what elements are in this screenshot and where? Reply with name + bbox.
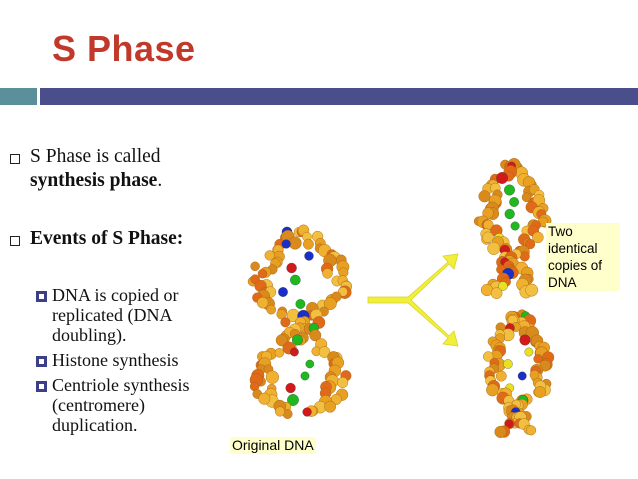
base-atom-icon xyxy=(302,407,312,417)
atom-icon xyxy=(478,190,491,203)
base-atom-icon xyxy=(504,208,515,220)
bullet-1-line-2: synthesis phase. xyxy=(30,170,162,192)
atom-icon xyxy=(302,238,314,250)
replication-arrow-icon xyxy=(367,253,459,347)
sub-bullet-1-line-2: replicated (DNA xyxy=(52,305,173,325)
original-dna-molecule xyxy=(247,224,352,419)
base-atom-icon xyxy=(300,371,310,381)
atom-icon xyxy=(250,261,260,271)
sub-bullet-icon xyxy=(36,381,47,392)
atom-icon xyxy=(323,297,337,310)
base-atom-icon xyxy=(291,334,303,346)
sub-bullet-3-line-3: duplication. xyxy=(52,415,138,435)
copies-label-line: identical xyxy=(548,241,598,256)
atom-icon xyxy=(322,268,333,279)
atom-icon xyxy=(490,287,503,300)
atom-icon xyxy=(521,192,532,203)
atom-icon xyxy=(487,241,501,255)
dna-copy-top-molecule xyxy=(473,158,552,300)
atom-icon xyxy=(257,297,269,309)
atom-icon xyxy=(274,348,285,358)
base-atom-icon xyxy=(498,281,508,291)
original-dna-label: Original DNA xyxy=(230,437,316,454)
base-atom-icon xyxy=(496,172,508,184)
atom-icon xyxy=(337,377,349,389)
sub-bullet-3-line-2: (centromere) xyxy=(52,395,145,415)
base-atom-icon xyxy=(509,197,519,207)
base-atom-icon xyxy=(510,221,520,231)
atom-icon xyxy=(483,351,494,362)
sub-bullet-1-line-3: doubling). xyxy=(52,325,127,345)
bullet-box-icon xyxy=(10,154,20,164)
atom-icon xyxy=(265,370,280,384)
atom-icon xyxy=(264,250,275,261)
sub-bullet-3-line-1: Centriole synthesis xyxy=(52,375,190,395)
base-atom-icon xyxy=(285,382,296,394)
bullet-2-heading: Events of S Phase: xyxy=(30,228,184,249)
bullet-1-period: . xyxy=(157,170,163,191)
atom-icon xyxy=(525,283,539,297)
copies-label-line: DNA xyxy=(548,275,577,290)
sub-bullet-icon xyxy=(36,291,47,302)
atom-icon xyxy=(526,425,537,436)
dna-copy-bottom-molecule xyxy=(483,309,555,438)
bullet-1-line-1: S Phase is called xyxy=(30,146,161,167)
base-atom-icon xyxy=(504,419,514,429)
sub-bullet-1-line-1: DNA is copied or xyxy=(52,285,179,305)
copies-label: Two identical copies of DNA xyxy=(546,223,620,291)
atom-icon xyxy=(533,354,543,364)
base-atom-icon xyxy=(281,239,291,249)
base-atom-icon xyxy=(504,184,515,196)
header-bar xyxy=(40,88,638,105)
base-atom-icon xyxy=(295,299,306,309)
atom-icon xyxy=(532,231,544,244)
base-atom-icon xyxy=(287,394,299,406)
copies-label-line: Two xyxy=(548,224,573,239)
base-atom-icon xyxy=(290,274,301,286)
slide-title: S Phase xyxy=(52,28,196,69)
atom-icon xyxy=(258,392,271,405)
bullet-1-bold-term: synthesis phase xyxy=(30,170,158,191)
base-atom-icon xyxy=(524,347,534,357)
copies-label-line: copies of xyxy=(548,258,603,273)
sub-bullet-icon xyxy=(36,356,47,367)
base-atom-icon xyxy=(519,334,531,346)
atom-icon xyxy=(524,239,536,250)
atom-icon xyxy=(266,304,277,315)
base-atom-icon xyxy=(304,251,314,261)
atom-icon xyxy=(324,400,336,413)
atom-icon xyxy=(280,317,291,328)
base-atom-icon xyxy=(517,371,527,381)
atom-icon xyxy=(309,329,322,342)
atom-icon xyxy=(288,236,302,250)
atom-icon xyxy=(495,370,507,382)
base-atom-icon xyxy=(286,262,297,274)
atom-icon xyxy=(519,251,530,262)
header-bar-accent xyxy=(0,88,37,105)
sub-bullet-2-line-1: Histone synthesis xyxy=(52,350,179,370)
base-atom-icon xyxy=(290,347,299,357)
atom-icon xyxy=(534,386,546,398)
atom-icon xyxy=(494,425,507,438)
atom-icon xyxy=(486,383,499,397)
atom-icon xyxy=(275,406,286,417)
base-atom-icon xyxy=(503,359,513,369)
atom-icon xyxy=(257,269,268,279)
bullet-box-icon xyxy=(10,236,20,246)
base-atom-icon xyxy=(305,359,315,369)
base-atom-icon xyxy=(278,287,288,297)
atom-icon xyxy=(482,231,494,244)
atom-icon xyxy=(318,346,331,358)
